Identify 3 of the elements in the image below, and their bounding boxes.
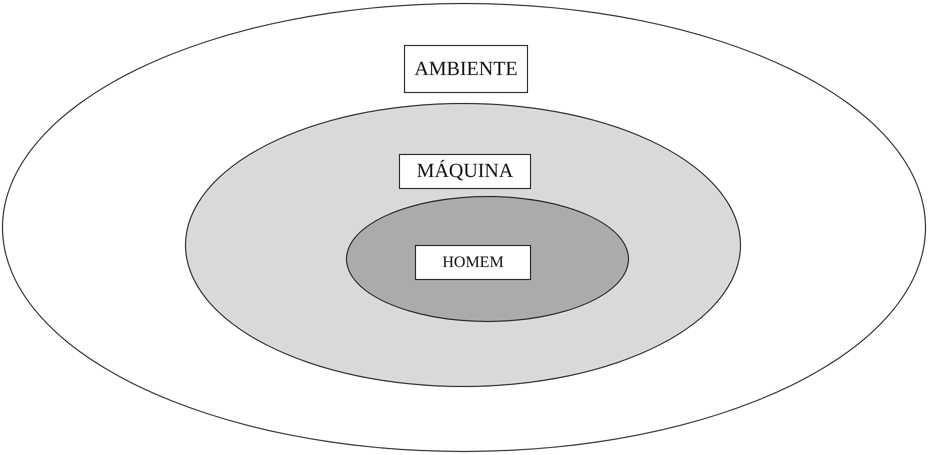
label-box: HOMEM — [415, 245, 531, 280]
label-box: MÁQUINA — [399, 154, 531, 189]
label-box: AMBIENTE — [404, 45, 528, 93]
